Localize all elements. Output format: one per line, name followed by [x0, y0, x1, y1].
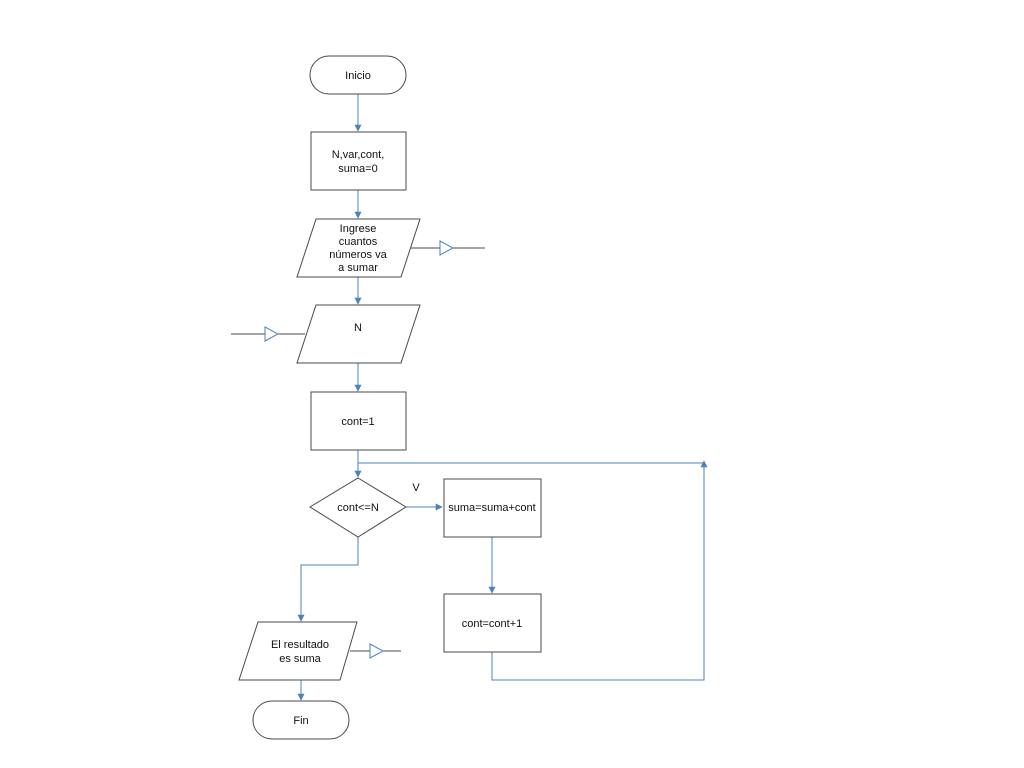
- prompt-label-line-1: Ingrese: [340, 223, 377, 235]
- edge-loop-up: [491, 460, 708, 681]
- edge-decision-false: [297, 537, 359, 622]
- prompt-label-line-2: cuantos: [339, 236, 378, 248]
- end-terminal: [252, 700, 350, 740]
- prompt-label-line-3: números va: [329, 249, 387, 261]
- output-marker-icon: [439, 240, 455, 256]
- decision-label: cont<=N: [337, 502, 379, 514]
- init-process: [310, 131, 407, 191]
- init-label-line-2: suma=0: [338, 163, 377, 175]
- start-terminal: [309, 55, 407, 95]
- end-label: Fin: [293, 715, 308, 727]
- input-n-label: N: [354, 322, 362, 334]
- input-marker-icon: [264, 326, 280, 342]
- init-label-line-1: N,var,cont,: [332, 149, 385, 161]
- result-io: [238, 621, 358, 681]
- prompt-label-line-4: a sumar: [338, 262, 378, 274]
- result-marker-icon: [369, 643, 385, 659]
- result-label-line-2: es suma: [279, 653, 321, 665]
- connectors: [297, 94, 708, 701]
- cont-init-process: [310, 391, 407, 451]
- result-label-line-1: El resultado: [271, 639, 329, 651]
- sum-process: [443, 478, 542, 538]
- shapes: [238, 55, 542, 740]
- input-n-io: [296, 304, 421, 364]
- true-branch-label: V: [412, 482, 420, 494]
- cont-init-label: cont=1: [341, 416, 374, 428]
- sum-label: suma=suma+cont: [448, 502, 535, 514]
- prompt-io: [296, 218, 421, 278]
- labels: Inicio N,var,cont, suma=0 Ingrese cuanto…: [271, 70, 536, 727]
- io-markers: [231, 240, 485, 659]
- loop-decision: [309, 477, 407, 538]
- cont-increment-process: [443, 593, 542, 653]
- start-label: Inicio: [345, 70, 371, 82]
- cont-increment-label: cont=cont+1: [462, 618, 523, 630]
